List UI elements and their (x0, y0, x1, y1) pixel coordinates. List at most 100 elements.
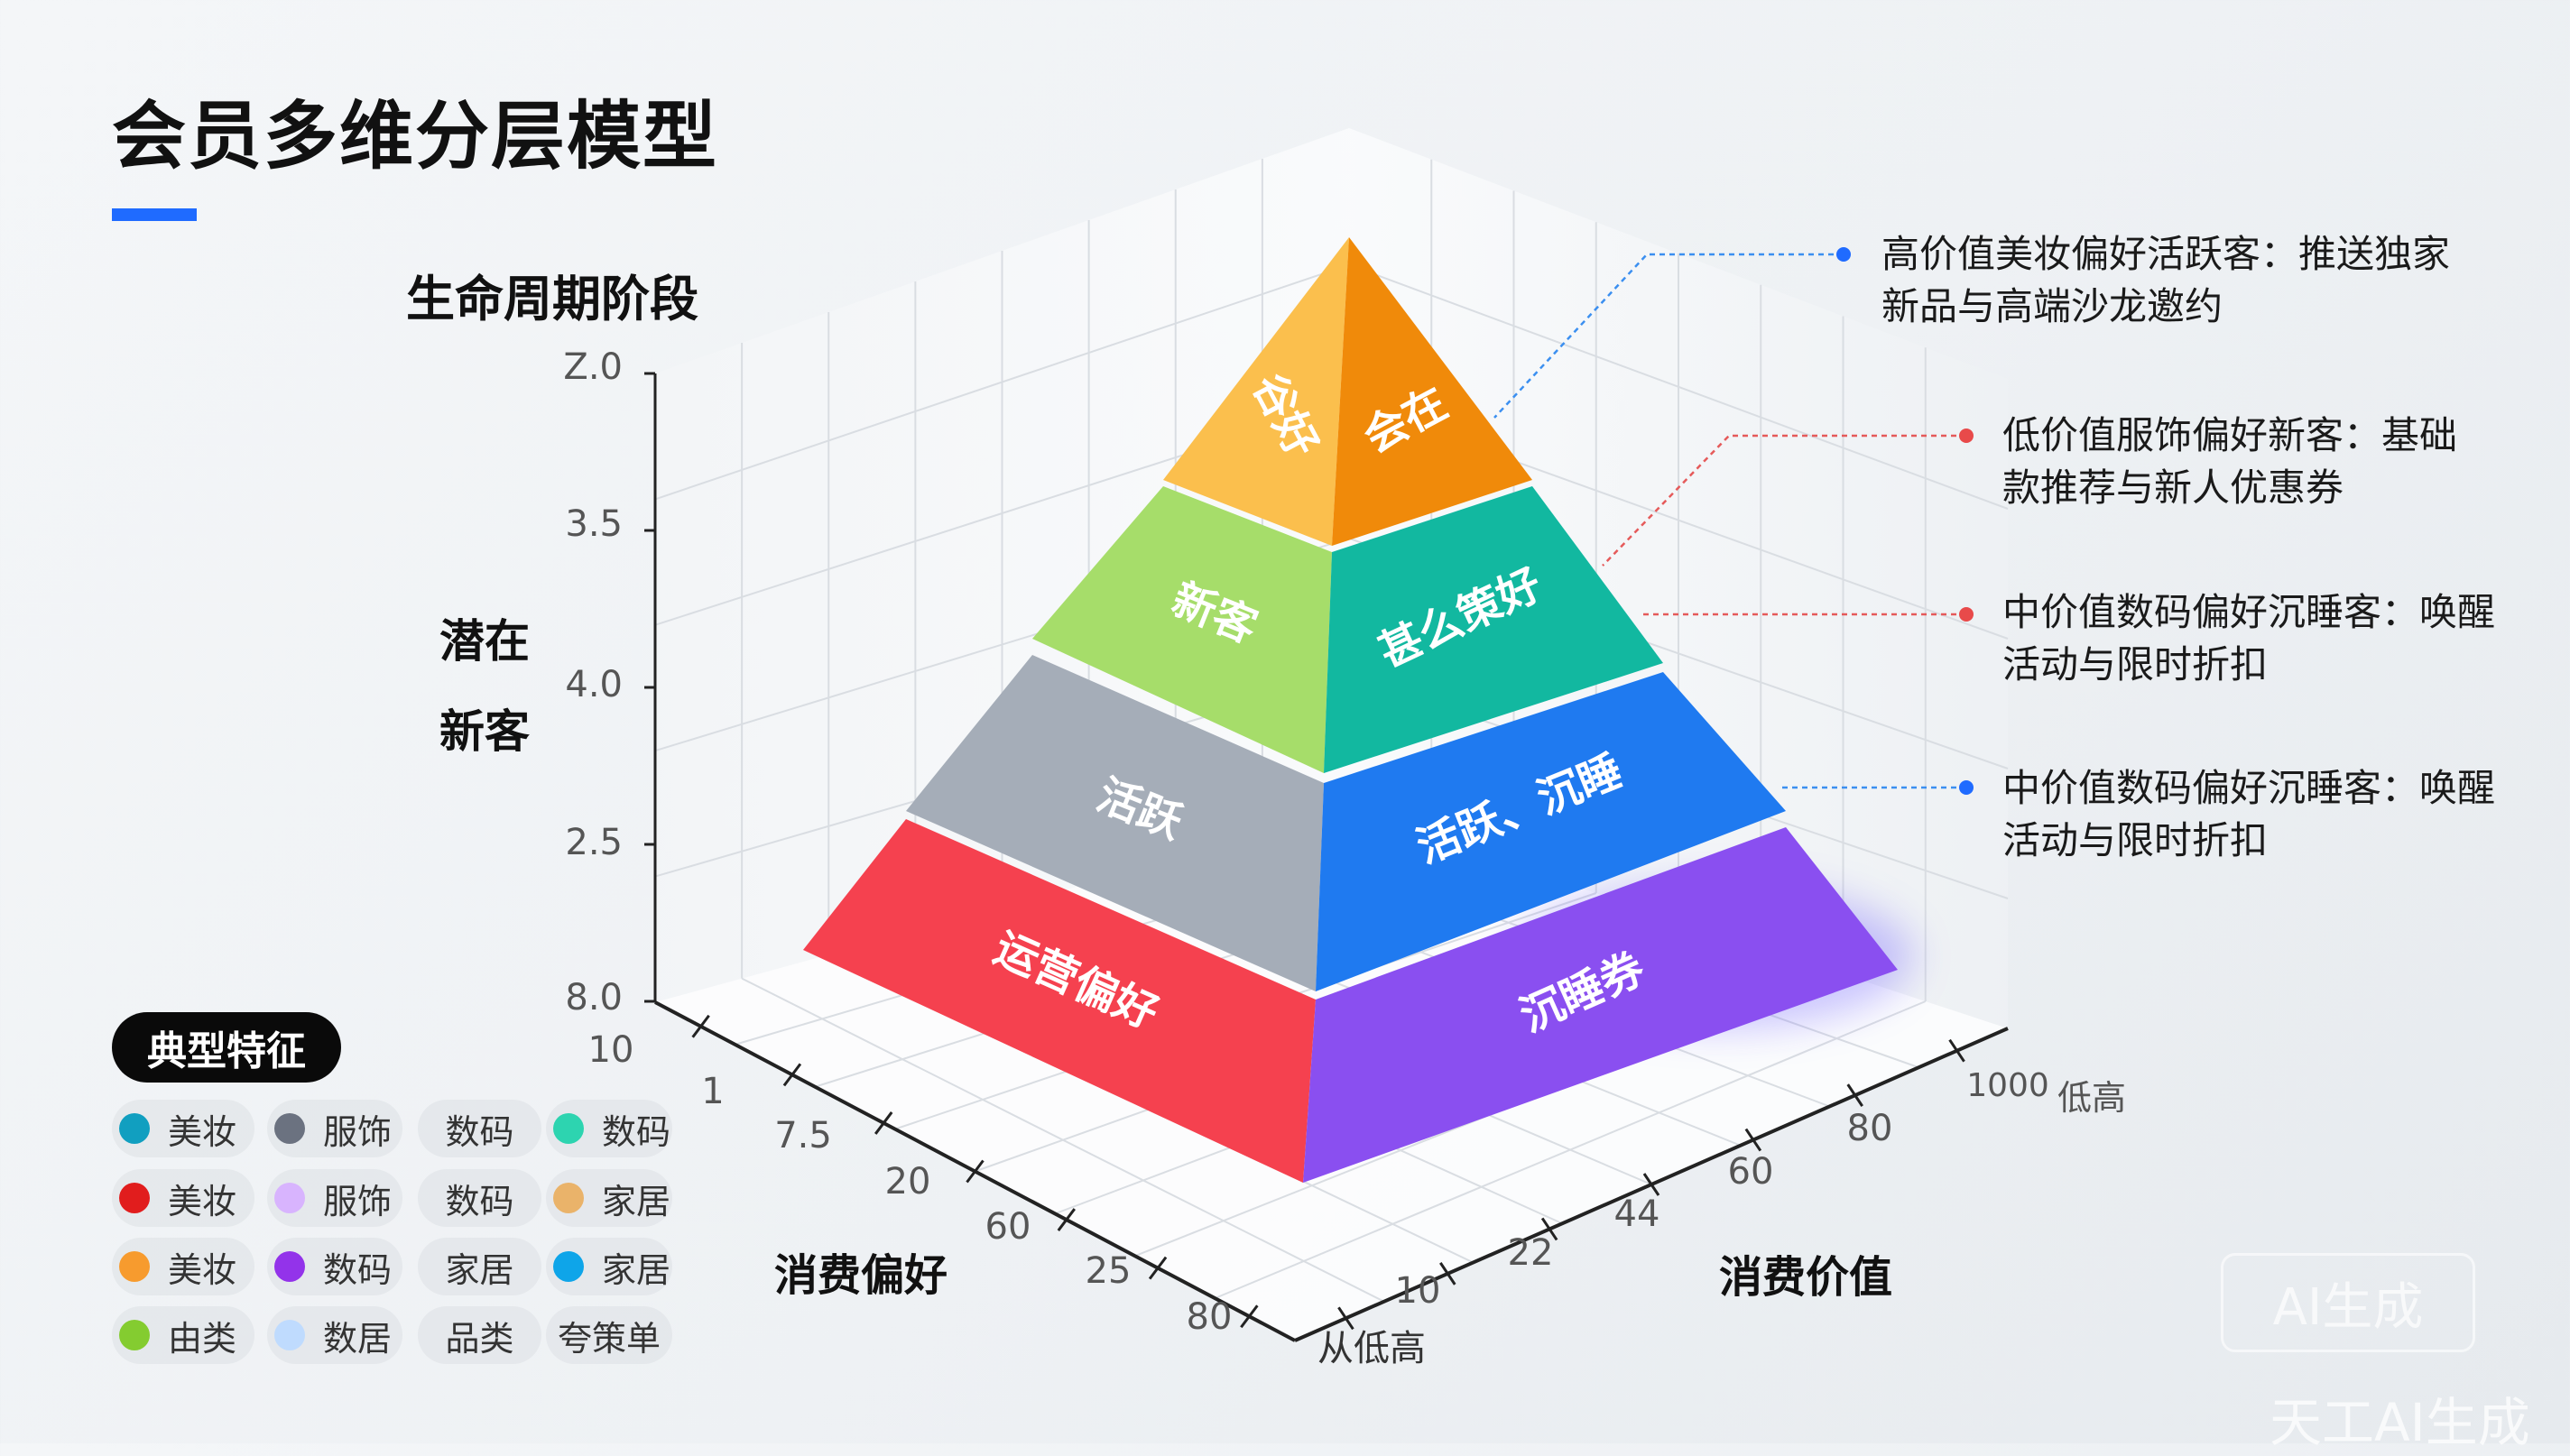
legend-dot-icon (553, 1183, 584, 1213)
axis-ticks (644, 372, 1965, 1331)
legend-label: 家居 (445, 1249, 514, 1290)
legend-label: 数居 (323, 1318, 393, 1359)
legend-label: 服饰 (323, 1111, 393, 1152)
origin-label: 从低高 (1317, 1328, 1426, 1369)
pyramid-left-face (1032, 486, 1332, 773)
pyramid-layer-3: 活跃活跃、沉睡 (906, 655, 1786, 991)
right-end-label: 低高 (2057, 1078, 2126, 1118)
z-tick: Z.0 (563, 346, 623, 388)
right-tick: 22 (1508, 1232, 1554, 1274)
legend-dot-icon (274, 1251, 305, 1282)
annotation-text: 款推荐与新人优惠券 (2002, 465, 2344, 510)
legend-dot-icon (119, 1320, 150, 1350)
legend-title: 典型特征 (112, 1012, 341, 1083)
annotation-2: 低价值服饰偏好新客：基础 款推荐与新人优惠券 (2002, 410, 2457, 514)
legend-chip: 美妆 (112, 1238, 254, 1295)
legend-label: 服饰 (323, 1181, 393, 1221)
z-tick: 4.0 (565, 664, 623, 705)
annotation-text: 新品与高端沙龙邀约 (1881, 284, 2223, 328)
right-axis-title: 消费价值 (1719, 1252, 1892, 1303)
watermark-box: AI生成 (2221, 1253, 2475, 1352)
left-tick: 10 (588, 1029, 634, 1071)
z-side-label: 新客 (439, 705, 530, 758)
pyramid-right-face (1316, 672, 1786, 991)
legend-chip: 数码 (418, 1100, 541, 1157)
annotation-dot-4 (1959, 780, 1974, 795)
legend-chip: 服饰 (267, 1169, 402, 1227)
annotation-text: 活动与限时折扣 (2002, 642, 2269, 687)
pyramid-right-face (1303, 827, 1898, 1183)
legend-dot-icon (553, 1251, 584, 1282)
legend-chip: 由类 (112, 1306, 254, 1364)
legend-dot-icon (274, 1183, 305, 1213)
left-axis-title: 消费偏好 (774, 1250, 948, 1301)
right-tick: 10 (1395, 1270, 1441, 1312)
annotation-1: 高价值美妆偏好活跃客：推送独家 新品与高端沙龙邀约 (1881, 228, 2450, 333)
z-tick: 2.5 (565, 822, 623, 863)
legend-chip: 家居 (546, 1238, 672, 1295)
left-tick: 60 (985, 1206, 1031, 1248)
legend-label: 夸策单 (557, 1318, 661, 1359)
legend-dot-icon (553, 1113, 584, 1144)
annotation-text: 中价值数码偏好沉睡客：唤醒 (2002, 766, 2496, 810)
legend-label: 品类 (445, 1318, 514, 1359)
legend-chip: 美妆 (112, 1169, 254, 1227)
pyramid-right-face (1332, 237, 1532, 546)
left-tick: 25 (1086, 1250, 1132, 1292)
z-tick: 8.0 (565, 977, 623, 1018)
legend-chip: 数码 (418, 1169, 541, 1227)
pyramid-left-face (803, 819, 1316, 1183)
legend-label: 家居 (602, 1181, 671, 1221)
z-axis-title: 生命周期阶段 (406, 271, 698, 327)
legend-label: 数码 (323, 1249, 393, 1290)
legend-dot-icon (119, 1251, 150, 1282)
annotation-text: 低价值服饰偏好新客：基础 (2002, 413, 2458, 457)
legend-label: 由类 (168, 1318, 237, 1359)
legend-chip: 品类 (418, 1306, 541, 1364)
left-tick: 1 (701, 1071, 724, 1112)
legend-chip: 家居 (418, 1238, 541, 1295)
leader-line-2 (1602, 434, 1966, 567)
annotation-text: 中价值数码偏好沉睡客：唤醒 (2002, 590, 2496, 634)
legend-dot-icon (274, 1320, 305, 1350)
pyramid-layer-4: 运营偏好沉睡券 (803, 819, 1898, 1183)
watermark-text: 天工AI生成 (2270, 1392, 2530, 1453)
legend-label: 家居 (602, 1249, 671, 1290)
right-tick: 80 (1847, 1108, 1893, 1149)
annotation-dot-1 (1836, 247, 1851, 262)
legend-chip: 夸策单 (546, 1306, 672, 1364)
annotation-text: 高价值美妆偏好活跃客：推送独家 (1881, 232, 2451, 276)
annotation-text: 活动与限时折扣 (2002, 818, 2269, 862)
annotation-dot-2 (1959, 429, 1974, 443)
legend-label: 数码 (445, 1111, 514, 1152)
legend-label: 美妆 (168, 1249, 237, 1290)
right-tick: 60 (1728, 1151, 1774, 1193)
pyramid-right-face (1324, 486, 1663, 773)
page-title: 会员多维分层模型 (112, 94, 719, 180)
legend-dot-icon (274, 1113, 305, 1144)
annotation-3: 中价值数码偏好沉睡客：唤醒 活动与限时折扣 (2002, 586, 2495, 691)
left-tick: 20 (885, 1161, 931, 1203)
right-tick: 1000 (1966, 1067, 2049, 1104)
legend-chip: 服饰 (267, 1100, 402, 1157)
legend-dot-icon (119, 1113, 150, 1144)
legend-label: 美妆 (168, 1111, 237, 1152)
left-tick: 80 (1187, 1296, 1233, 1338)
legend-label: 数码 (445, 1181, 514, 1221)
legend-chip: 家居 (546, 1169, 672, 1227)
z-side-label: 潜在 (439, 615, 530, 668)
annotation-dot-3 (1959, 607, 1974, 622)
legend-chip: 数居 (267, 1306, 402, 1364)
pyramid-left-face (1163, 237, 1349, 546)
title-accent-bar (112, 208, 197, 221)
annotation-4: 中价值数码偏好沉睡客：唤醒 活动与限时折扣 (2002, 762, 2495, 867)
legend-chip: 美妆 (112, 1100, 254, 1157)
legend-label: 数码 (602, 1111, 671, 1152)
legend-chip: 数码 (546, 1100, 672, 1157)
z-tick: 3.5 (565, 503, 623, 545)
legend-chip: 数码 (267, 1238, 402, 1295)
pyramid-layer-2: 新客甚么策好 (1032, 486, 1663, 773)
right-tick: 44 (1614, 1193, 1660, 1235)
pyramid-left-face (906, 655, 1324, 991)
